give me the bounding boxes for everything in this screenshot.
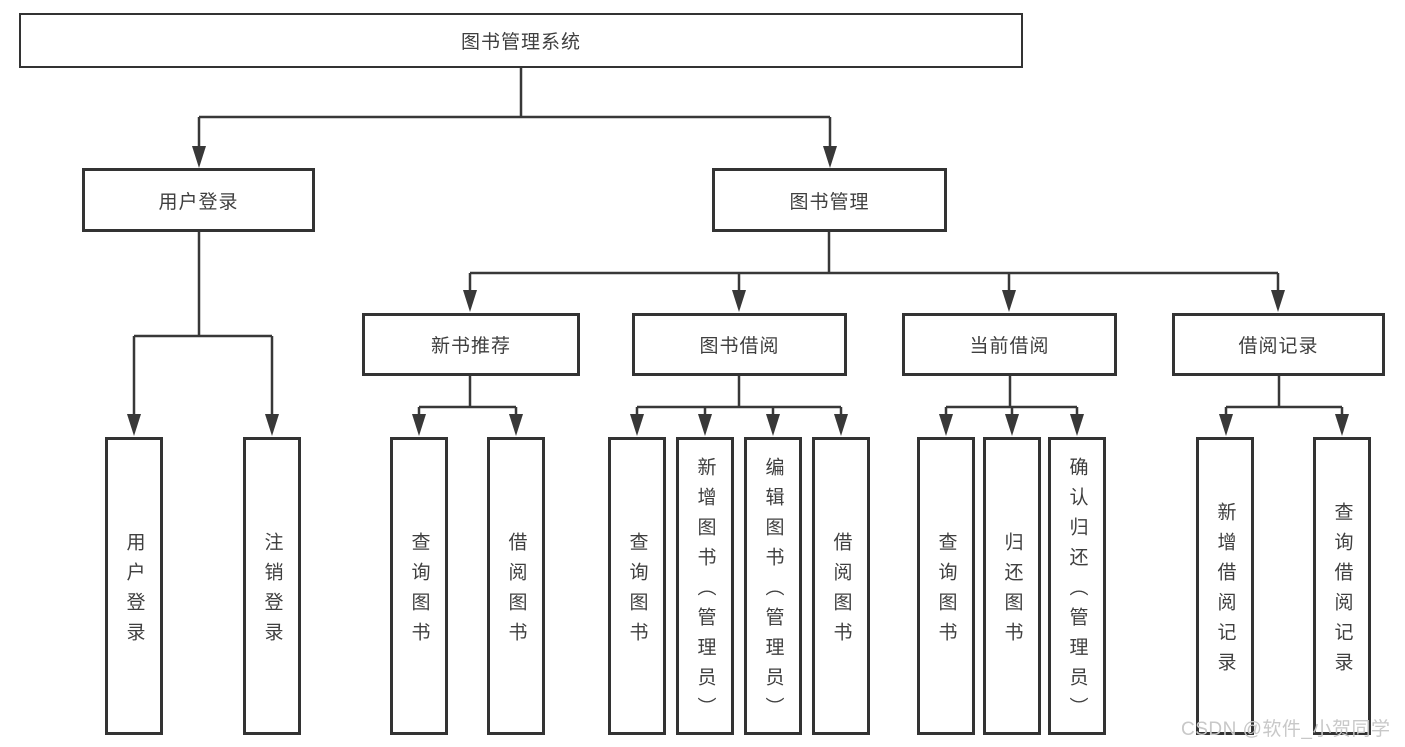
- node-leaf-nb-query-label: 查询图书: [408, 531, 430, 652]
- node-leaf-bb-add-label: 新增图书（管理员）: [694, 456, 716, 727]
- node-user-login-label: 用户登录: [158, 191, 239, 213]
- node-leaf-br-add-label: 新增借阅记录: [1214, 501, 1236, 682]
- arrowhead: [265, 414, 279, 436]
- arrowhead: [834, 414, 848, 436]
- node-leaf-logout: 注销登录: [243, 437, 301, 735]
- node-borrow-record: 借阅记录: [1172, 313, 1385, 376]
- node-leaf-nb-query: 查询图书: [390, 437, 448, 735]
- node-leaf-cb-confirm-label: 确认归还（管理员）: [1066, 456, 1088, 727]
- node-leaf-bb-borrow-label: 借阅图书: [830, 531, 852, 652]
- node-leaf-cb-confirm: 确认归还（管理员）: [1048, 437, 1106, 735]
- arrowhead: [509, 414, 523, 436]
- node-root-label: 图书管理系统: [460, 32, 581, 53]
- node-leaf-cb-query: 查询图书: [917, 437, 975, 735]
- node-leaf-logout-label: 注销登录: [261, 531, 283, 652]
- node-book-borrow: 图书借阅: [632, 313, 847, 376]
- arrowhead: [1335, 414, 1349, 436]
- node-leaf-user-login-label: 用户登录: [123, 531, 145, 652]
- node-leaf-nb-borrow: 借阅图书: [487, 437, 545, 735]
- node-leaf-br-query-label: 查询借阅记录: [1331, 501, 1353, 682]
- node-new-book-rec-label: 新书推荐: [430, 336, 511, 357]
- node-leaf-bb-query: 查询图书: [608, 437, 666, 735]
- arrowhead: [823, 146, 837, 168]
- node-leaf-bb-query-label: 查询图书: [626, 531, 648, 652]
- node-book-mgmt: 图书管理: [712, 168, 947, 232]
- node-book-borrow-label: 图书借阅: [699, 336, 780, 357]
- arrowhead: [1005, 414, 1019, 436]
- node-root: 图书管理系统: [19, 13, 1023, 68]
- node-current-borrow-label: 当前借阅: [969, 336, 1050, 357]
- connector-lines: [132, 68, 1344, 418]
- node-new-book-rec: 新书推荐: [362, 313, 580, 376]
- arrowheads: [127, 146, 1349, 436]
- node-borrow-record-label: 借阅记录: [1238, 336, 1319, 357]
- node-leaf-user-login: 用户登录: [105, 437, 163, 735]
- node-leaf-br-query: 查询借阅记录: [1313, 437, 1371, 735]
- node-leaf-bb-edit-label: 编辑图书（管理员）: [762, 456, 784, 727]
- node-leaf-bb-borrow: 借阅图书: [812, 437, 870, 735]
- arrowhead: [1070, 414, 1084, 436]
- node-leaf-bb-add: 新增图书（管理员）: [676, 437, 734, 735]
- arrowhead: [939, 414, 953, 436]
- node-leaf-cb-return-label: 归还图书: [1001, 531, 1023, 652]
- arrowhead: [1271, 290, 1285, 312]
- node-leaf-nb-borrow-label: 借阅图书: [505, 531, 527, 652]
- arrowhead: [1002, 290, 1016, 312]
- node-user-login: 用户登录: [82, 168, 315, 232]
- node-current-borrow: 当前借阅: [902, 313, 1117, 376]
- node-book-mgmt-label: 图书管理: [789, 191, 870, 213]
- arrowhead: [412, 414, 426, 436]
- node-leaf-br-add: 新增借阅记录: [1196, 437, 1254, 735]
- node-leaf-cb-return: 归还图书: [983, 437, 1041, 735]
- arrowhead: [766, 414, 780, 436]
- arrowhead: [192, 146, 206, 168]
- arrowhead: [127, 414, 141, 436]
- arrowhead: [698, 414, 712, 436]
- arrowhead: [463, 290, 477, 312]
- arrowhead: [1219, 414, 1233, 436]
- arrowhead: [732, 290, 746, 312]
- arrowhead: [630, 414, 644, 436]
- watermark: CSDN @软件_小贺同学: [1181, 719, 1391, 740]
- node-leaf-cb-query-label: 查询图书: [935, 531, 957, 652]
- node-leaf-bb-edit: 编辑图书（管理员）: [744, 437, 802, 735]
